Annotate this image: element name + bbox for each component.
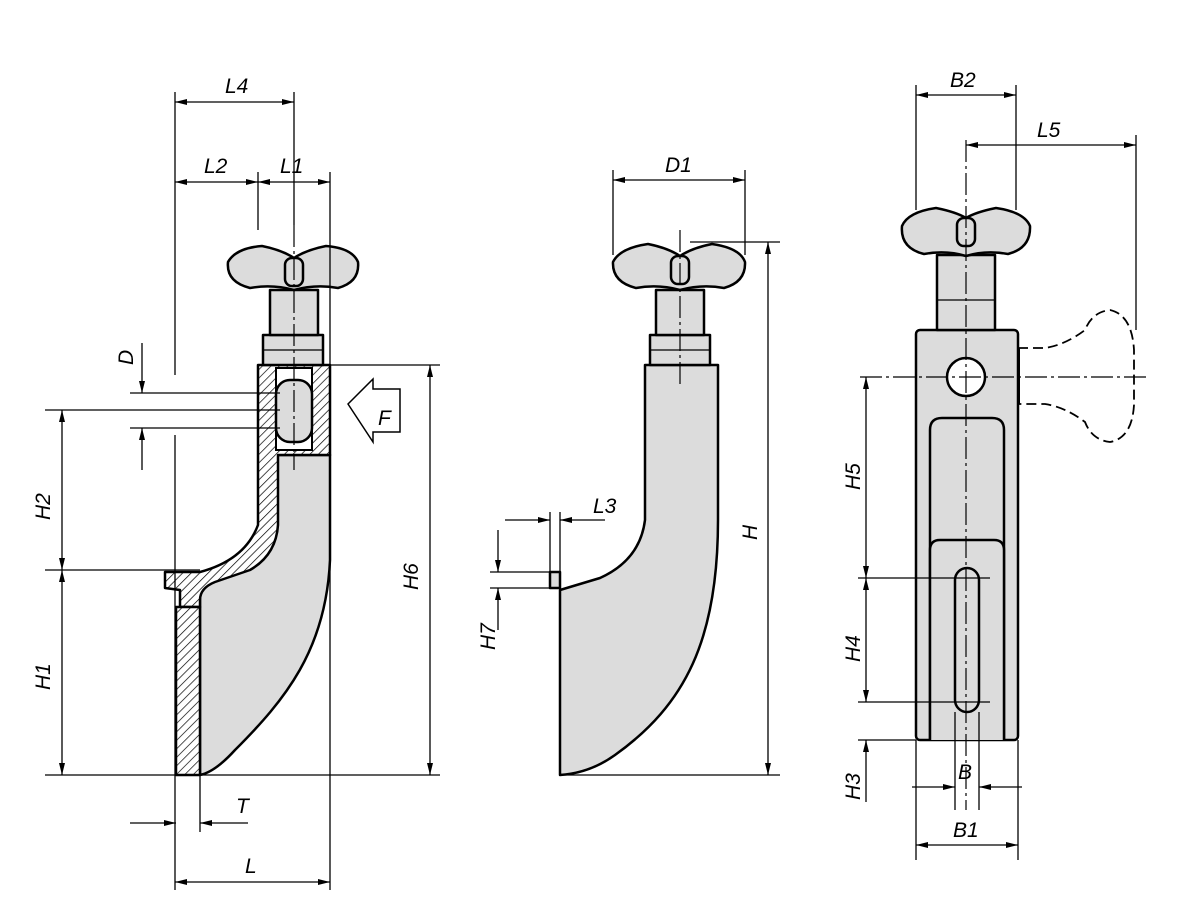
label-l: L xyxy=(245,855,257,878)
label-l3: L3 xyxy=(593,495,617,518)
label-b1: B1 xyxy=(953,819,979,842)
label-h3: H3 xyxy=(842,773,865,800)
label-d: D xyxy=(115,350,138,365)
label-t: T xyxy=(236,795,251,818)
middle-view: D1 L3 H7 H xyxy=(477,154,780,777)
jaw-section xyxy=(174,605,202,777)
label-l1: L1 xyxy=(280,155,303,178)
label-h5: H5 xyxy=(842,463,865,490)
label-f: F xyxy=(378,407,392,430)
label-l5: L5 xyxy=(1037,119,1061,142)
clamp-body-outer xyxy=(558,363,720,777)
label-h4: H4 xyxy=(842,635,865,662)
label-h: H xyxy=(739,524,762,540)
label-h6: H6 xyxy=(400,563,423,590)
side-knob-phantom xyxy=(1018,309,1135,443)
label-b2: B2 xyxy=(950,69,976,92)
jaw-tab xyxy=(548,570,562,590)
label-l4: L4 xyxy=(225,75,248,98)
label-l2: L2 xyxy=(204,155,228,178)
label-h1: H1 xyxy=(32,663,55,690)
label-d1: D1 xyxy=(665,154,692,177)
label-b: B xyxy=(958,761,972,784)
force-arrow-icon xyxy=(347,377,401,445)
label-h7: H7 xyxy=(477,622,500,650)
side-view: L4 L2 L1 D F H2 H1 H6 T L xyxy=(32,75,440,890)
label-h2: H2 xyxy=(32,493,55,520)
slot xyxy=(953,566,981,714)
front-view: B2 L5 H5 H4 H3 B B1 xyxy=(842,69,1150,860)
